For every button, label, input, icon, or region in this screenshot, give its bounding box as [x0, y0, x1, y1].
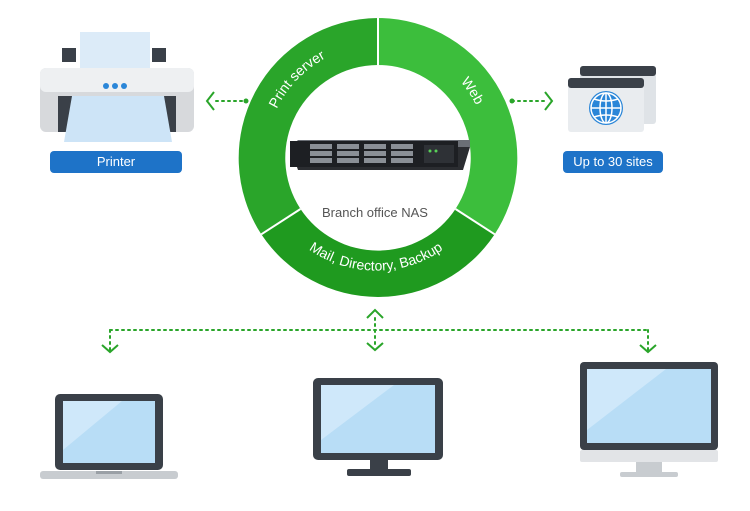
- ring-segment-web: [378, 18, 518, 235]
- nas-icon: [290, 140, 470, 170]
- ring-segment-print-server: [238, 18, 378, 235]
- web-sites-badge: Up to 30 sites: [563, 151, 663, 173]
- globe-icon: [568, 66, 656, 132]
- web-connector: [509, 91, 554, 111]
- ring-segment-mail: [261, 209, 495, 297]
- nas-label: Branch office NAS: [322, 205, 428, 220]
- service-ring: Print server Web Mail, Directory, Backup: [238, 18, 518, 297]
- printer-connector: [205, 91, 249, 111]
- printer-badge: Printer: [50, 151, 182, 173]
- client-connectors: [101, 308, 657, 354]
- imac-icon: [580, 362, 718, 477]
- laptop-icon: [40, 394, 178, 479]
- monitor-icon: [313, 378, 443, 476]
- printer-icon: [40, 32, 194, 142]
